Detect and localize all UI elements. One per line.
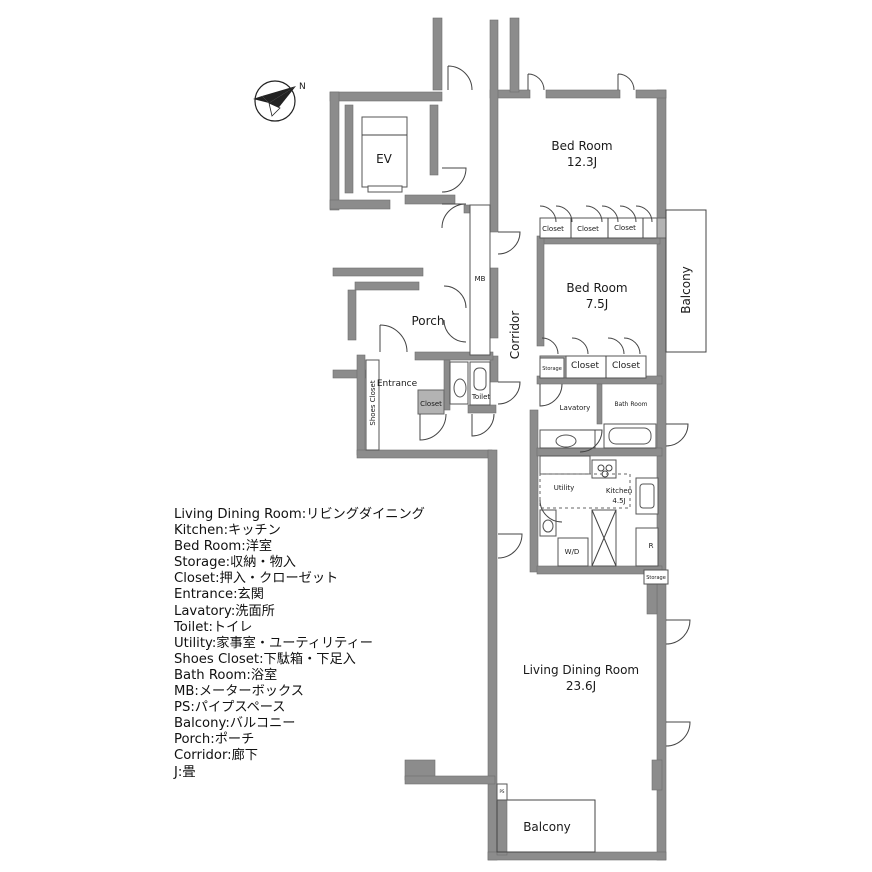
legend-item: Toilet:トイレ <box>174 619 253 635</box>
legend-item: PS:パイプスペース <box>174 700 286 716</box>
mb-label: MB <box>475 275 486 283</box>
legend-item: Utility:家事室・ユーティリティー <box>174 635 373 651</box>
legend: Living Dining Room:リビングダイニング Kitchen:キッチ… <box>174 507 425 781</box>
corridor-label: Corridor <box>508 311 522 360</box>
bath-room-label: Bath Room <box>615 401 648 408</box>
entrance-closet-label: Closet <box>420 400 442 408</box>
closet-label-2: Closet <box>577 225 599 233</box>
legend-item: Corridor:廊下 <box>174 748 258 764</box>
legend-item: Bath Room:浴室 <box>174 667 278 683</box>
utility-label: Utility <box>554 484 575 492</box>
storage-label-2: Storage <box>646 575 666 581</box>
lavatory-label: Lavatory <box>560 404 591 412</box>
bed-room-1-size: 12.3J <box>567 155 597 169</box>
toilet-label: Toilet <box>471 393 491 401</box>
balcony-bottom-label: Balcony <box>523 820 571 834</box>
entrance-label: Entrance <box>377 379 418 389</box>
doors <box>379 65 691 747</box>
closet-label-3: Closet <box>614 224 636 232</box>
storage-label-1: Storage <box>542 366 562 372</box>
closet-label-1: Closet <box>542 225 564 233</box>
porch-label: Porch <box>411 314 444 328</box>
compass-north-label: N <box>299 82 306 92</box>
closet-label-4: Closet <box>571 361 600 371</box>
legend-item: Shoes Closet:下駄箱・下足入 <box>174 651 356 667</box>
fixtures <box>361 116 707 853</box>
legend-item: Bed Room:洋室 <box>174 539 273 555</box>
kitchen-label: Kitchen <box>606 487 632 495</box>
legend-item: Closet:押入・クローゼット <box>174 571 339 587</box>
living-dining-size: 23.6J <box>566 679 596 693</box>
refrigerator-label: R <box>649 542 654 550</box>
bed-room-2-label: Bed Room <box>566 281 627 295</box>
closet-label-5: Closet <box>612 361 641 371</box>
kitchen-size: 4.5J <box>612 497 625 505</box>
ps-label: PS <box>500 789 505 794</box>
legend-item: Entrance:玄関 <box>174 587 264 603</box>
ev-label: EV <box>376 152 393 166</box>
bed-room-1-label: Bed Room <box>551 139 612 153</box>
legend-item: Living Dining Room:リビングダイニング <box>174 507 425 522</box>
wd-label: W/D <box>565 548 580 556</box>
bed-room-2-size: 7.5J <box>586 297 609 311</box>
north-arrow-icon: N <box>253 80 306 122</box>
legend-item: MB:メーターボックス <box>174 684 304 700</box>
legend-item: Kitchen:キッチン <box>174 523 281 539</box>
room-labels: Bed Room 12.3J Bed Room 7.5J EV Porch Co… <box>369 139 693 834</box>
legend-item: Storage:収納・物入 <box>174 555 296 571</box>
legend-item: Porch:ポーチ <box>174 732 255 748</box>
legend-item: Balcony:バルコニー <box>174 716 296 732</box>
shoes-closet-label: Shoes Closet <box>369 380 377 425</box>
legend-item: J:畳 <box>174 764 196 780</box>
living-dining-label: Living Dining Room <box>523 663 639 677</box>
legend-item: Lavatory:洗面所 <box>174 603 275 619</box>
walls <box>329 17 667 861</box>
balcony-right-label: Balcony <box>679 266 693 314</box>
